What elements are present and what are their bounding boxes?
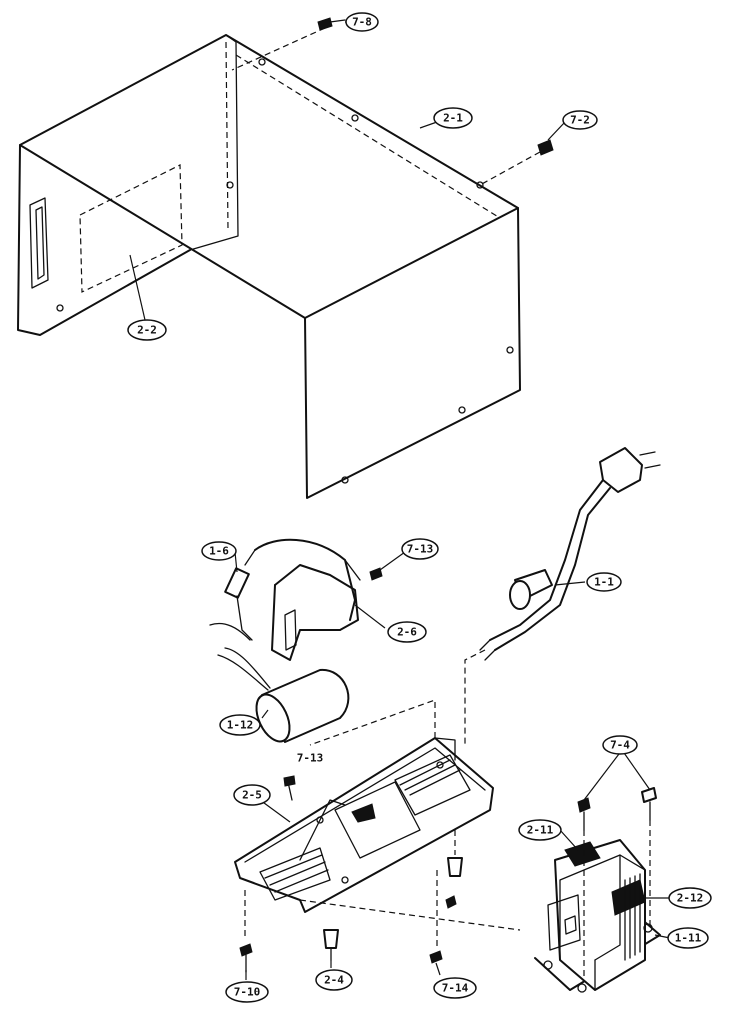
power-cord xyxy=(479,447,661,661)
callout-1-6: 1-6 xyxy=(201,541,237,561)
svg-text:1-12: 1-12 xyxy=(227,719,254,732)
svg-text:2-2: 2-2 xyxy=(137,324,157,337)
svg-text:2-11: 2-11 xyxy=(527,824,554,837)
svg-text:1-11: 1-11 xyxy=(675,932,702,945)
callout-2-6: 2-6 xyxy=(387,621,427,643)
screw-7-13 xyxy=(369,567,383,581)
callout-7-2: 7-2 xyxy=(562,110,598,130)
fan-motor-assembly xyxy=(209,538,361,661)
callout-2-11: 2-11 xyxy=(518,819,562,841)
svg-text:1-1: 1-1 xyxy=(594,576,614,589)
callout-1-1: 1-1 xyxy=(586,572,622,592)
callout-7-4: 7-4 xyxy=(602,735,638,755)
callout-7-10: 7-10 xyxy=(225,981,269,1003)
svg-text:2-1: 2-1 xyxy=(443,112,463,125)
svg-text:2-12: 2-12 xyxy=(677,892,704,905)
callout-7-13-lower: 7-13 xyxy=(297,752,324,765)
svg-text:2-4: 2-4 xyxy=(324,974,344,987)
callout-7-14: 7-14 xyxy=(433,977,477,999)
leader-lines xyxy=(129,21,671,980)
callout-1-12: 1-12 xyxy=(219,714,261,736)
callout-2-4: 2-4 xyxy=(315,969,353,991)
callout-1-11: 1-11 xyxy=(667,927,709,949)
transformer xyxy=(534,839,661,993)
svg-text:2-6: 2-6 xyxy=(397,626,417,639)
svg-text:7-13: 7-13 xyxy=(297,752,324,765)
svg-text:7-8: 7-8 xyxy=(352,16,372,29)
foot-2-4 xyxy=(323,929,339,961)
foot-upper xyxy=(445,857,463,909)
screw-7-14 xyxy=(429,950,443,964)
svg-text:1-6: 1-6 xyxy=(209,545,229,558)
svg-text:7-14: 7-14 xyxy=(442,982,469,995)
screw-7-10 xyxy=(239,943,253,973)
outer-cabinet xyxy=(17,34,521,499)
callout-2-1: 2-1 xyxy=(433,107,473,129)
capacitor xyxy=(217,647,350,743)
svg-text:7-13: 7-13 xyxy=(407,543,434,556)
screw-7-8 xyxy=(317,17,346,31)
callout-2-5: 2-5 xyxy=(233,784,271,806)
callout-2-2: 2-2 xyxy=(127,319,167,341)
callout-2-12: 2-12 xyxy=(668,887,712,909)
screw-7-2 xyxy=(537,139,554,156)
svg-text:7-2: 7-2 xyxy=(570,114,590,127)
svg-text:7-10: 7-10 xyxy=(234,986,261,999)
screw-small xyxy=(283,775,296,801)
svg-text:7-4: 7-4 xyxy=(610,739,630,752)
callout-7-8: 7-8 xyxy=(345,12,379,32)
screws-7-4 xyxy=(577,787,657,831)
svg-text:2-5: 2-5 xyxy=(242,789,262,802)
callout-7-13-upper: 7-13 xyxy=(401,538,439,560)
base-plate xyxy=(234,737,494,913)
